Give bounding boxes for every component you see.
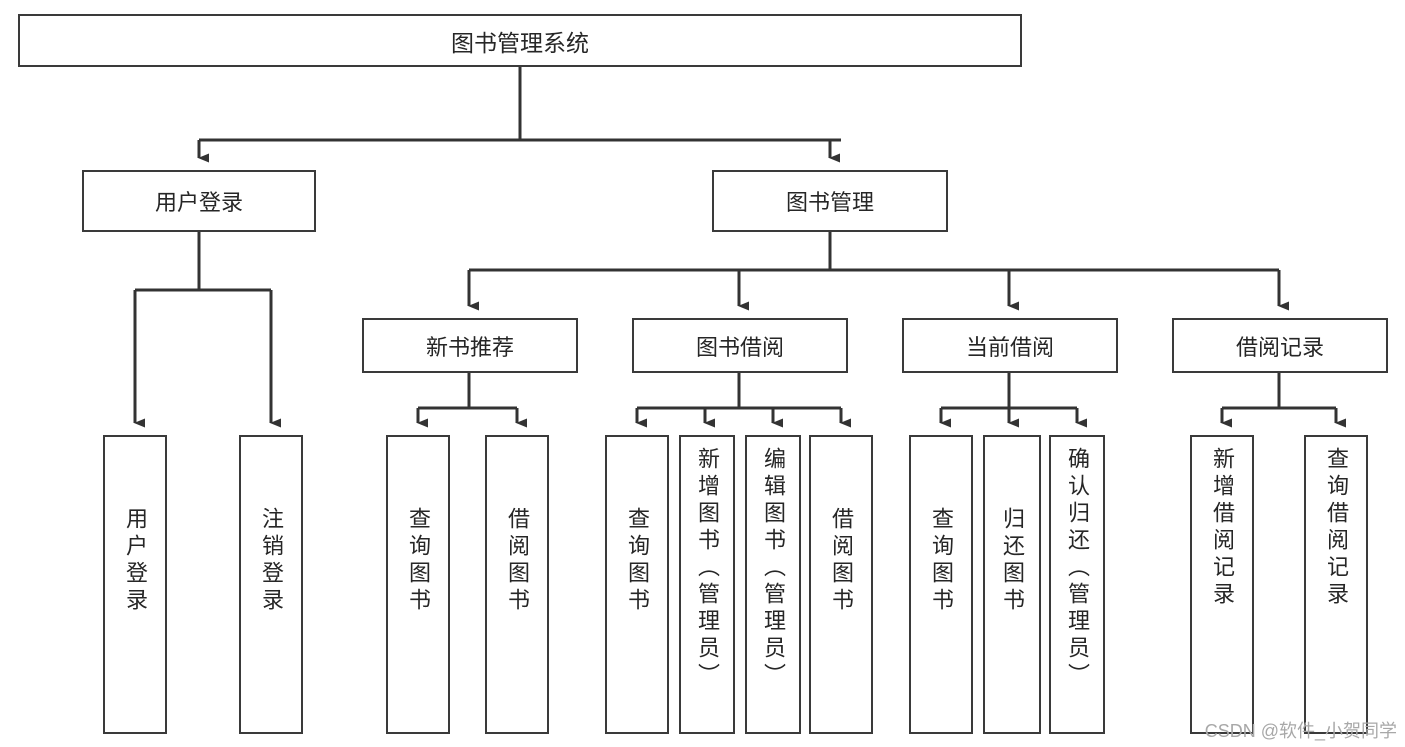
node-new-book-recommend[interactable]: 新书推荐: [362, 318, 578, 373]
node-leaf-query-record-label: 查询借阅记录: [1324, 447, 1349, 609]
node-leaf-query-book-3[interactable]: 查询图书: [909, 435, 973, 734]
node-book-manage-label: 图书管理: [785, 190, 874, 215]
node-leaf-query-book-2[interactable]: 查询图书: [605, 435, 669, 734]
node-current-borrow-label: 当前借阅: [965, 334, 1054, 360]
node-user-login[interactable]: 用户登录: [82, 170, 316, 232]
node-leaf-borrow-book-2-label: 借阅图书: [829, 507, 854, 615]
node-root-label: 图书管理系统: [451, 29, 589, 56]
node-book-manage[interactable]: 图书管理: [712, 170, 948, 232]
node-root[interactable]: 图书管理系统: [18, 14, 1022, 67]
node-borrow-record-label: 借阅记录: [1235, 334, 1324, 360]
node-leaf-query-record[interactable]: 查询借阅记录: [1304, 435, 1368, 734]
node-leaf-query-book-1-label: 查询图书: [406, 507, 431, 615]
node-leaf-borrow-book-1[interactable]: 借阅图书: [485, 435, 549, 734]
node-new-book-recommend-label: 新书推荐: [425, 334, 514, 360]
node-leaf-return-book-label: 归还图书: [1000, 507, 1025, 615]
node-current-borrow[interactable]: 当前借阅: [902, 318, 1118, 373]
node-leaf-return-book[interactable]: 归还图书: [983, 435, 1041, 734]
node-leaf-add-book-label: 新增图书（管理员）: [695, 447, 720, 690]
node-leaf-query-book-3-label: 查询图书: [929, 507, 954, 615]
node-leaf-edit-book[interactable]: 编辑图书（管理员）: [745, 435, 801, 734]
node-leaf-add-record[interactable]: 新增借阅记录: [1190, 435, 1254, 734]
node-leaf-query-book-1[interactable]: 查询图书: [386, 435, 450, 734]
node-leaf-user-login[interactable]: 用户登录: [103, 435, 167, 734]
node-leaf-borrow-book-2[interactable]: 借阅图书: [809, 435, 873, 734]
node-leaf-user-login-label: 用户登录: [123, 507, 148, 615]
node-leaf-borrow-book-1-label: 借阅图书: [505, 507, 530, 615]
node-leaf-query-book-2-label: 查询图书: [625, 507, 650, 615]
node-leaf-user-logout-label: 注销登录: [259, 507, 284, 615]
node-book-borrow-label: 图书借阅: [695, 334, 784, 360]
node-leaf-user-logout[interactable]: 注销登录: [239, 435, 303, 734]
watermark: CSDN @软件_小贺同学: [1204, 721, 1397, 741]
node-leaf-confirm-return[interactable]: 确认归还（管理员）: [1049, 435, 1105, 734]
node-leaf-add-book[interactable]: 新增图书（管理员）: [679, 435, 735, 734]
node-user-login-label: 用户登录: [154, 190, 243, 215]
node-book-borrow[interactable]: 图书借阅: [632, 318, 848, 373]
node-leaf-confirm-return-label: 确认归还（管理员）: [1065, 447, 1090, 690]
node-leaf-add-record-label: 新增借阅记录: [1210, 447, 1235, 609]
node-borrow-record[interactable]: 借阅记录: [1172, 318, 1388, 373]
node-leaf-edit-book-label: 编辑图书（管理员）: [761, 447, 786, 690]
